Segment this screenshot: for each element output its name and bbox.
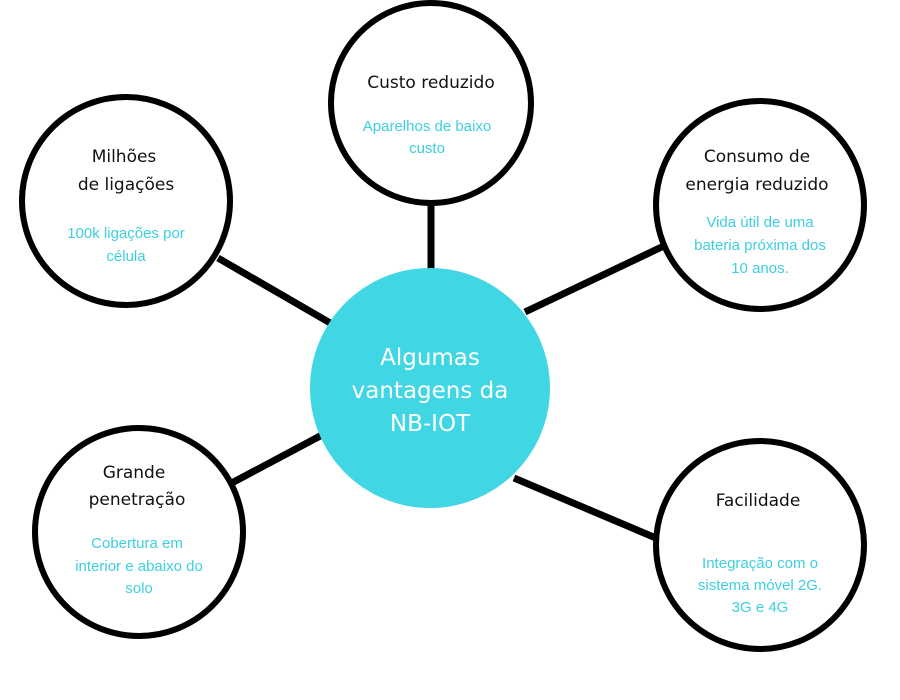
node-custo: Custo reduzido Aparelhos de baixo custo bbox=[328, 0, 534, 206]
center-line-2: vantagens da bbox=[352, 378, 509, 404]
node-description: Aparelhos de baixo bbox=[363, 118, 491, 135]
center-line-1: Algumas bbox=[380, 345, 480, 371]
node-title: de ligações bbox=[78, 175, 175, 195]
node-description: sistema móvel 2G. bbox=[698, 577, 822, 594]
node-description: 100k ligações por bbox=[67, 225, 185, 242]
node-title: energia reduzido bbox=[685, 175, 828, 195]
node-description: solo bbox=[125, 580, 153, 597]
node-title: Facilidade bbox=[716, 491, 801, 511]
center-node bbox=[310, 268, 550, 508]
node-description: Integração com o bbox=[702, 555, 818, 572]
link-penetracao bbox=[226, 431, 324, 489]
node-title: Consumo de bbox=[704, 147, 810, 167]
node-description: custo bbox=[409, 140, 445, 157]
center-line-3: NB-IOT bbox=[390, 411, 471, 437]
node-milhoes: Milhões de ligações 100k ligações por cé… bbox=[19, 94, 233, 308]
link-facilidade bbox=[512, 474, 665, 545]
node-title: Milhões bbox=[92, 147, 157, 167]
node-title: Custo reduzido bbox=[367, 73, 494, 93]
node-penetracao: Grande penetração Cobertura em interior … bbox=[32, 425, 246, 639]
link-milhoes bbox=[216, 254, 334, 328]
node-description: bateria próxima dos bbox=[694, 237, 826, 254]
node-title: Grande bbox=[103, 463, 166, 483]
node-description: 3G e 4G bbox=[732, 599, 789, 616]
node-description: Cobertura em bbox=[91, 535, 183, 552]
node-description: Vida útil de uma bbox=[706, 214, 814, 231]
node-description: interior e abaixo do bbox=[75, 558, 203, 575]
link-consumo bbox=[523, 240, 670, 316]
node-consumo: Consumo de energia reduzido Vida útil de… bbox=[653, 98, 867, 312]
node-description: 10 anos. bbox=[731, 260, 789, 277]
node-title: penetração bbox=[89, 490, 186, 510]
node-description: célula bbox=[106, 248, 146, 265]
node-facilidade: Facilidade Integração com o sistema móve… bbox=[653, 438, 867, 652]
